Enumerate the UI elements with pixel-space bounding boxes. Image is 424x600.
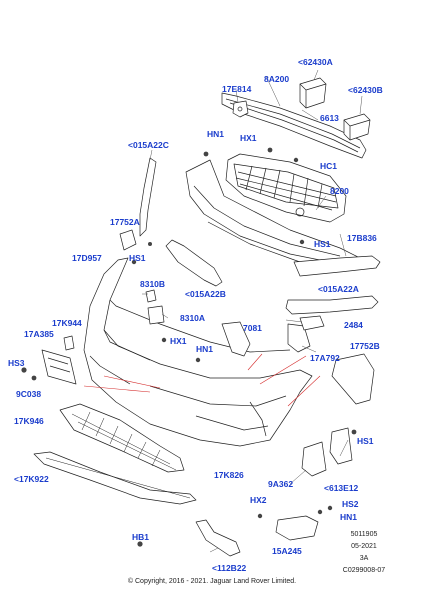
bracket-17752b [331,353,375,405]
ref-date: 05-2021 [351,543,377,550]
label-62430b[interactable]: <62430B [348,85,383,95]
label-17752b[interactable]: 17752B [350,341,380,351]
label-17a792[interactable]: 17A792 [310,353,340,363]
beam-17b836 [293,255,381,277]
front-bumper-cover [83,257,313,447]
fog-trim-9a362 [301,441,327,477]
label-17e814[interactable]: 17E814 [222,84,252,94]
label-hb1[interactable]: HB1 [132,532,150,542]
lower-strip-015a22b [165,239,223,287]
bracket-17752a [119,229,137,251]
label-112b22[interactable]: <112B22 [212,563,247,573]
lower-grille-17k946 [59,403,185,473]
bracket-15a245 [275,515,319,541]
label-hs1-left[interactable]: HS1 [129,253,146,263]
label-hs2[interactable]: HS2 [342,499,359,509]
label-6613[interactable]: 6613 [320,113,339,123]
label-8310a[interactable]: 8310A [180,313,206,323]
side-strip-015a22c [139,157,157,237]
label-17k944[interactable]: 17K944 [52,318,82,328]
label-hx1-top[interactable]: HX1 [240,133,257,143]
label-015a22a[interactable]: <015A22A [318,284,359,294]
label-17k922[interactable]: <17K922 [14,474,49,484]
label-8a200[interactable]: 8A200 [264,74,290,84]
bracket-112b22 [195,519,241,557]
label-17k826[interactable]: 17K826 [214,470,244,480]
bracket-17e814 [232,100,249,118]
ref-code: C0299008-07 [342,567,386,574]
label-015a22c[interactable]: <015A22C [128,140,169,150]
label-7081[interactable]: 7081 [243,323,262,333]
label-hs1-mid[interactable]: HS1 [314,239,331,249]
label-62430a[interactable]: <62430A [298,57,333,67]
label-hs1-right[interactable]: HS1 [357,436,374,446]
label-8200[interactable]: 8200 [330,186,349,196]
leader-lines-gray [142,69,363,553]
cover-8310a [147,305,165,325]
bracket-62430b [343,113,371,141]
label-17a385[interactable]: 17A385 [24,329,54,339]
label-hn1-top[interactable]: HN1 [207,129,225,139]
label-9c038[interactable]: 9C038 [16,389,42,399]
strip-015a22a [285,295,379,315]
cover-8310b [145,289,157,303]
trim-2484 [299,315,325,331]
label-8310b[interactable]: 8310B [140,279,166,289]
copyright: © Copyright, 2016 - 2021. Jaguar Land Ro… [127,578,297,585]
fasteners [21,147,357,547]
label-hs3[interactable]: HS3 [8,358,25,368]
label-17d957[interactable]: 17D957 [72,253,102,263]
ref-revision: 3A [359,555,369,562]
bracket-7081 [221,321,251,357]
grille-8200 [225,153,347,223]
skid-plate-17k922 [33,451,197,505]
label-hn1-mid[interactable]: HN1 [196,344,214,354]
label-hx2[interactable]: HX2 [250,495,267,505]
label-17b836[interactable]: 17B836 [347,233,377,243]
ref-number: 5011905 [350,531,378,538]
clip-17k944 [63,335,75,351]
label-2484[interactable]: 2484 [344,320,363,330]
label-17k946[interactable]: 17K946 [14,416,44,426]
label-hc1[interactable]: HC1 [320,161,338,171]
label-015a22b[interactable]: <015A22B [185,289,226,299]
label-17752a[interactable]: 17752A [110,217,140,227]
label-15a245[interactable]: 15A245 [272,546,302,556]
bracket-17a792 [287,323,311,353]
leader-lines [83,353,321,407]
label-hx1-mid[interactable]: HX1 [170,336,187,346]
label-hn1-bottom[interactable]: HN1 [340,512,358,522]
fog-trim-613e12 [329,427,353,465]
label-613e12[interactable]: <613E12 [324,483,359,493]
label-9a362[interactable]: 9A362 [268,479,294,489]
bracket-62430a [299,77,327,109]
plate-bracket-17a385 [41,349,77,385]
